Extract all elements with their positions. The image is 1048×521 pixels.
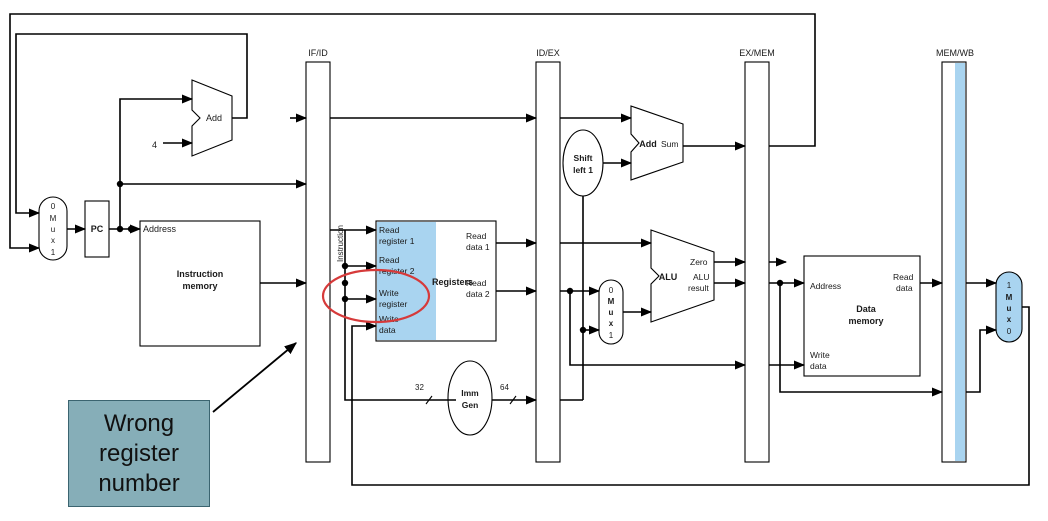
svg-text:Add: Add bbox=[206, 113, 222, 123]
svg-text:x: x bbox=[1007, 315, 1012, 324]
datapath-wires bbox=[9, 13, 1030, 486]
svg-text:u: u bbox=[51, 225, 55, 234]
svg-text:PC: PC bbox=[91, 224, 104, 234]
pc-mux: 0 M u x 1 bbox=[38, 196, 68, 261]
svg-text:IF/ID: IF/ID bbox=[308, 48, 328, 58]
svg-text:1: 1 bbox=[609, 331, 614, 340]
svg-text:x: x bbox=[609, 319, 614, 328]
ex-mem-register: EX/MEM bbox=[739, 48, 775, 463]
svg-text:Data: Data bbox=[856, 304, 877, 314]
instruction-memory: Address Instruction memory bbox=[139, 220, 261, 347]
svg-text:ID/EX: ID/EX bbox=[536, 48, 560, 58]
imm-gen: Imm Gen 32 64 bbox=[415, 360, 509, 436]
svg-text:left 1: left 1 bbox=[573, 165, 593, 175]
svg-text:Gen: Gen bbox=[462, 400, 479, 410]
wrong-register-number-callout: Wrong register number bbox=[68, 400, 210, 507]
svg-text:data 2: data 2 bbox=[466, 289, 490, 299]
svg-text:Shift: Shift bbox=[574, 153, 593, 163]
svg-text:0: 0 bbox=[51, 202, 56, 211]
alu: ALU Zero ALU result bbox=[650, 229, 715, 323]
svg-text:Registers: Registers bbox=[432, 277, 473, 287]
svg-text:memory: memory bbox=[182, 281, 217, 291]
svg-text:data 1: data 1 bbox=[466, 242, 490, 252]
svg-text:Read: Read bbox=[466, 231, 487, 241]
svg-text:Instruction: Instruction bbox=[177, 269, 224, 279]
svg-text:u: u bbox=[1007, 304, 1012, 313]
svg-text:Write: Write bbox=[379, 314, 399, 324]
svg-text:0: 0 bbox=[609, 286, 614, 295]
svg-text:ALU: ALU bbox=[659, 272, 678, 282]
svg-text:Read: Read bbox=[893, 272, 914, 282]
svg-text:Imm: Imm bbox=[461, 388, 479, 398]
svg-text:32: 32 bbox=[415, 383, 424, 392]
alu-src-mux: 0 M u x 1 bbox=[598, 279, 624, 345]
svg-text:Address: Address bbox=[143, 224, 177, 234]
if-id-register: IF/ID bbox=[305, 48, 331, 463]
data-memory: Address Read data Write data Data memory bbox=[803, 255, 921, 377]
svg-text:1: 1 bbox=[1007, 281, 1012, 290]
instruction-label: Instruction bbox=[336, 225, 345, 262]
svg-text:M: M bbox=[608, 297, 615, 306]
shift-left-unit: Shift left 1 bbox=[562, 129, 604, 197]
register-file: Read register 1 Read register 2 Write re… bbox=[375, 220, 497, 342]
svg-text:Read: Read bbox=[379, 255, 400, 265]
svg-text:Write: Write bbox=[810, 350, 830, 360]
svg-text:M: M bbox=[1006, 293, 1013, 302]
pc-register: PC bbox=[84, 200, 110, 258]
svg-text:Address: Address bbox=[810, 281, 841, 291]
svg-text:register 1: register 1 bbox=[379, 236, 415, 246]
svg-text:Zero: Zero bbox=[690, 257, 708, 267]
svg-text:64: 64 bbox=[500, 383, 509, 392]
svg-text:Sum: Sum bbox=[661, 139, 678, 149]
svg-text:Read: Read bbox=[466, 278, 487, 288]
svg-text:1: 1 bbox=[51, 248, 56, 257]
pc-adder: Add 4 bbox=[152, 79, 233, 157]
svg-text:data: data bbox=[896, 283, 913, 293]
svg-text:result: result bbox=[688, 283, 709, 293]
highlight-circle bbox=[321, 268, 431, 324]
svg-text:EX/MEM: EX/MEM bbox=[739, 48, 775, 58]
svg-text:Read: Read bbox=[379, 225, 400, 235]
branch-adder: Add Sum bbox=[630, 105, 684, 181]
callout-arrow bbox=[212, 342, 297, 413]
svg-text:data: data bbox=[379, 325, 396, 335]
svg-text:u: u bbox=[609, 308, 614, 317]
svg-text:x: x bbox=[51, 236, 55, 245]
svg-text:0: 0 bbox=[1007, 327, 1012, 336]
id-ex-register: ID/EX bbox=[535, 48, 561, 463]
svg-text:M: M bbox=[50, 214, 57, 223]
svg-text:Write: Write bbox=[379, 288, 399, 298]
write-back-mux: 1 M u x 0 bbox=[995, 271, 1023, 343]
mem-wb-register: MEM/WB bbox=[936, 48, 974, 463]
svg-text:4: 4 bbox=[152, 140, 157, 150]
svg-text:Add: Add bbox=[639, 139, 657, 149]
svg-text:register: register bbox=[379, 299, 408, 309]
svg-text:memory: memory bbox=[848, 316, 883, 326]
svg-text:data: data bbox=[810, 361, 827, 371]
svg-text:MEM/WB: MEM/WB bbox=[936, 48, 974, 58]
svg-text:ALU: ALU bbox=[693, 272, 710, 282]
